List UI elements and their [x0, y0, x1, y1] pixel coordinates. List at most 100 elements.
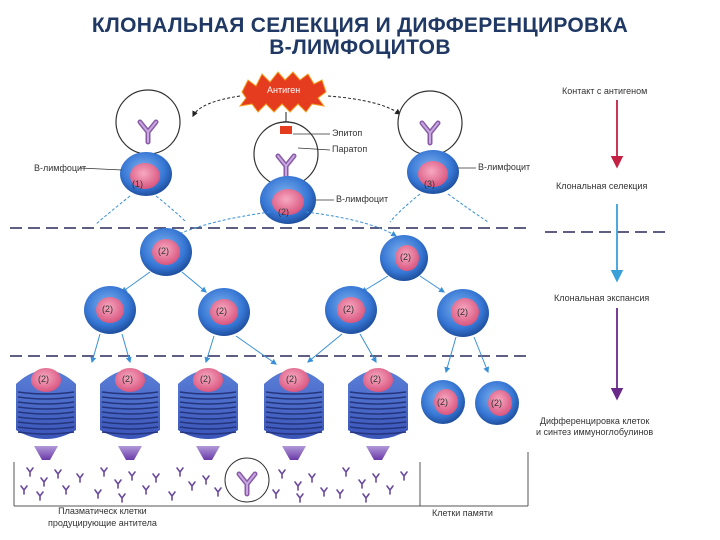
- label-plasma-cells: Плазматическ клетки продуцирующие антите…: [48, 506, 157, 528]
- receptor-circle-left: [115, 89, 181, 155]
- secreted-antibody: [278, 469, 286, 479]
- secreted-antibody: [142, 485, 150, 495]
- cell-number-2-r2a: (2): [158, 246, 169, 256]
- cell-number-2-plasma-2: (2): [122, 374, 133, 384]
- clone-cell-r2-b: [380, 235, 428, 281]
- stage-selection: Клональная селекция: [556, 181, 648, 191]
- cell-number-2-r2b: (2): [400, 252, 411, 262]
- secreted-antibody: [272, 489, 280, 499]
- pointer-blymph-left: [79, 167, 123, 171]
- plasma-cell-3: [178, 368, 238, 460]
- cell-number-2-r3b: (2): [216, 306, 227, 316]
- clone-cell-r3-b: [198, 288, 250, 336]
- plasma-cell-5: [348, 368, 408, 460]
- secreted-antibody: [362, 493, 370, 503]
- arrow-r2-r3-4: [419, 275, 445, 293]
- pointer-paratope: [297, 147, 331, 151]
- memory-cell-2: [475, 381, 519, 425]
- secreted-antibody: [128, 471, 136, 481]
- arrow-from-c1-b: [155, 195, 187, 223]
- arrow-r3-r4-2: [121, 333, 132, 364]
- cell-number-2-r3a: (2): [102, 304, 113, 314]
- secreted-antibody: [168, 491, 176, 501]
- b-lymphocyte-2: [260, 176, 316, 224]
- stage-expansion: Клональная экспансия: [554, 293, 650, 303]
- cell-number-2-plasma-1: (2): [38, 374, 49, 384]
- secreted-antibody: [372, 473, 380, 483]
- plasma-cell-group: [16, 368, 408, 460]
- secreted-antibody: [386, 485, 394, 495]
- arrow-antigen-right: [327, 95, 401, 115]
- secreted-antibodies: [20, 467, 408, 503]
- cell-number-2-mem1: (2): [437, 397, 448, 407]
- secreted-antibody: [400, 471, 408, 481]
- secreted-antibody: [176, 467, 184, 477]
- clone-cell-r3-d: [437, 289, 489, 337]
- secreted-antibody: [26, 467, 34, 477]
- stage-differentiation: Дифференцировка клеток и синтез иммуногл…: [536, 416, 654, 437]
- cell-number-2-center: (2): [278, 207, 289, 217]
- cell-number-2-plasma-3: (2): [200, 374, 211, 384]
- label-epitope: Эпитоп: [332, 128, 363, 138]
- arrow-r3-r4-6: [359, 333, 377, 364]
- label-b-lymphocyte-center: В-лимфоцит: [336, 194, 389, 204]
- secreted-antibody: [20, 485, 28, 495]
- secreted-antibody: [308, 473, 316, 483]
- label-memory-cells: Клетки памяти: [432, 508, 493, 518]
- arrow-r2-r3-2: [181, 271, 207, 293]
- secreted-antibody: [114, 479, 122, 489]
- arrow-r3-r4-8: [473, 336, 490, 374]
- arrow-to-r2-right: [305, 211, 398, 237]
- cell-number-2-plasma-5: (2): [370, 374, 381, 384]
- secreted-antibody: [202, 475, 210, 485]
- secreted-antibody: [36, 491, 44, 501]
- arrow-r2-r3-3: [360, 275, 389, 293]
- cell-number-2-mem2: (2): [491, 398, 502, 408]
- arrow-r2-r3-1: [121, 271, 151, 293]
- secreted-antibody: [100, 467, 108, 477]
- arrow-from-c3-b: [447, 193, 489, 223]
- secreted-antibody: [342, 467, 350, 477]
- secreted-antibody: [296, 493, 304, 503]
- cell-number-2-r3c: (2): [343, 304, 354, 314]
- b-lymphocyte-1: [120, 152, 172, 196]
- secreted-antibody: [294, 481, 302, 491]
- secreted-antibody: [320, 487, 328, 497]
- secreted-antibody: [188, 481, 196, 491]
- label-b-lymphocyte-right: В-лимфоцит: [478, 162, 531, 172]
- secreted-antibody: [336, 489, 344, 499]
- arrow-r3-r4-1: [90, 333, 101, 364]
- stage-contact: Контакт с антигеном: [562, 86, 648, 96]
- clone-cell-r3-c: [325, 286, 377, 334]
- arrow-r3-r4-3: [204, 335, 215, 364]
- title-line-2: В-ЛИМФОЦИТОВ: [269, 36, 451, 59]
- cell-number-2-r3d: (2): [457, 307, 468, 317]
- secreted-antibody: [62, 485, 70, 495]
- antigen-star: [238, 71, 327, 113]
- secreted-antibody: [54, 469, 62, 479]
- antibody-circle-bottom: [224, 457, 270, 503]
- label-paratope: Паратоп: [332, 144, 368, 154]
- secreted-antibody: [152, 473, 160, 483]
- arrow-r3-r4-5: [307, 333, 343, 363]
- arrow-from-c1: [95, 195, 131, 225]
- arrow-to-r2-left: [172, 211, 271, 237]
- receptor-circle-right: [397, 90, 463, 156]
- secreted-antibody: [76, 473, 84, 483]
- secreted-antibody: [94, 489, 102, 499]
- b-lymphocyte-3: [407, 150, 459, 194]
- secreted-antibody: [40, 477, 48, 487]
- arrow-from-c3: [389, 193, 421, 223]
- memory-cell-1: [421, 380, 465, 424]
- plasma-cell-1: [16, 368, 76, 460]
- label-b-lymphocyte-left: В-лимфоцит: [34, 163, 87, 173]
- arrow-r3-r4-4: [235, 335, 277, 365]
- cell-number-1: (1): [132, 179, 143, 189]
- label-antigen: Антиген: [267, 85, 301, 95]
- arrow-r3-r4-7: [444, 336, 457, 374]
- secreted-antibody: [214, 487, 222, 497]
- title-line-1: КЛОНАЛЬНАЯ СЕЛЕКЦИЯ И ДИФФЕРЕНЦИРОВКА: [91, 14, 629, 37]
- plasma-cell-2: [100, 368, 160, 460]
- cell-number-2-plasma-4: (2): [286, 374, 297, 384]
